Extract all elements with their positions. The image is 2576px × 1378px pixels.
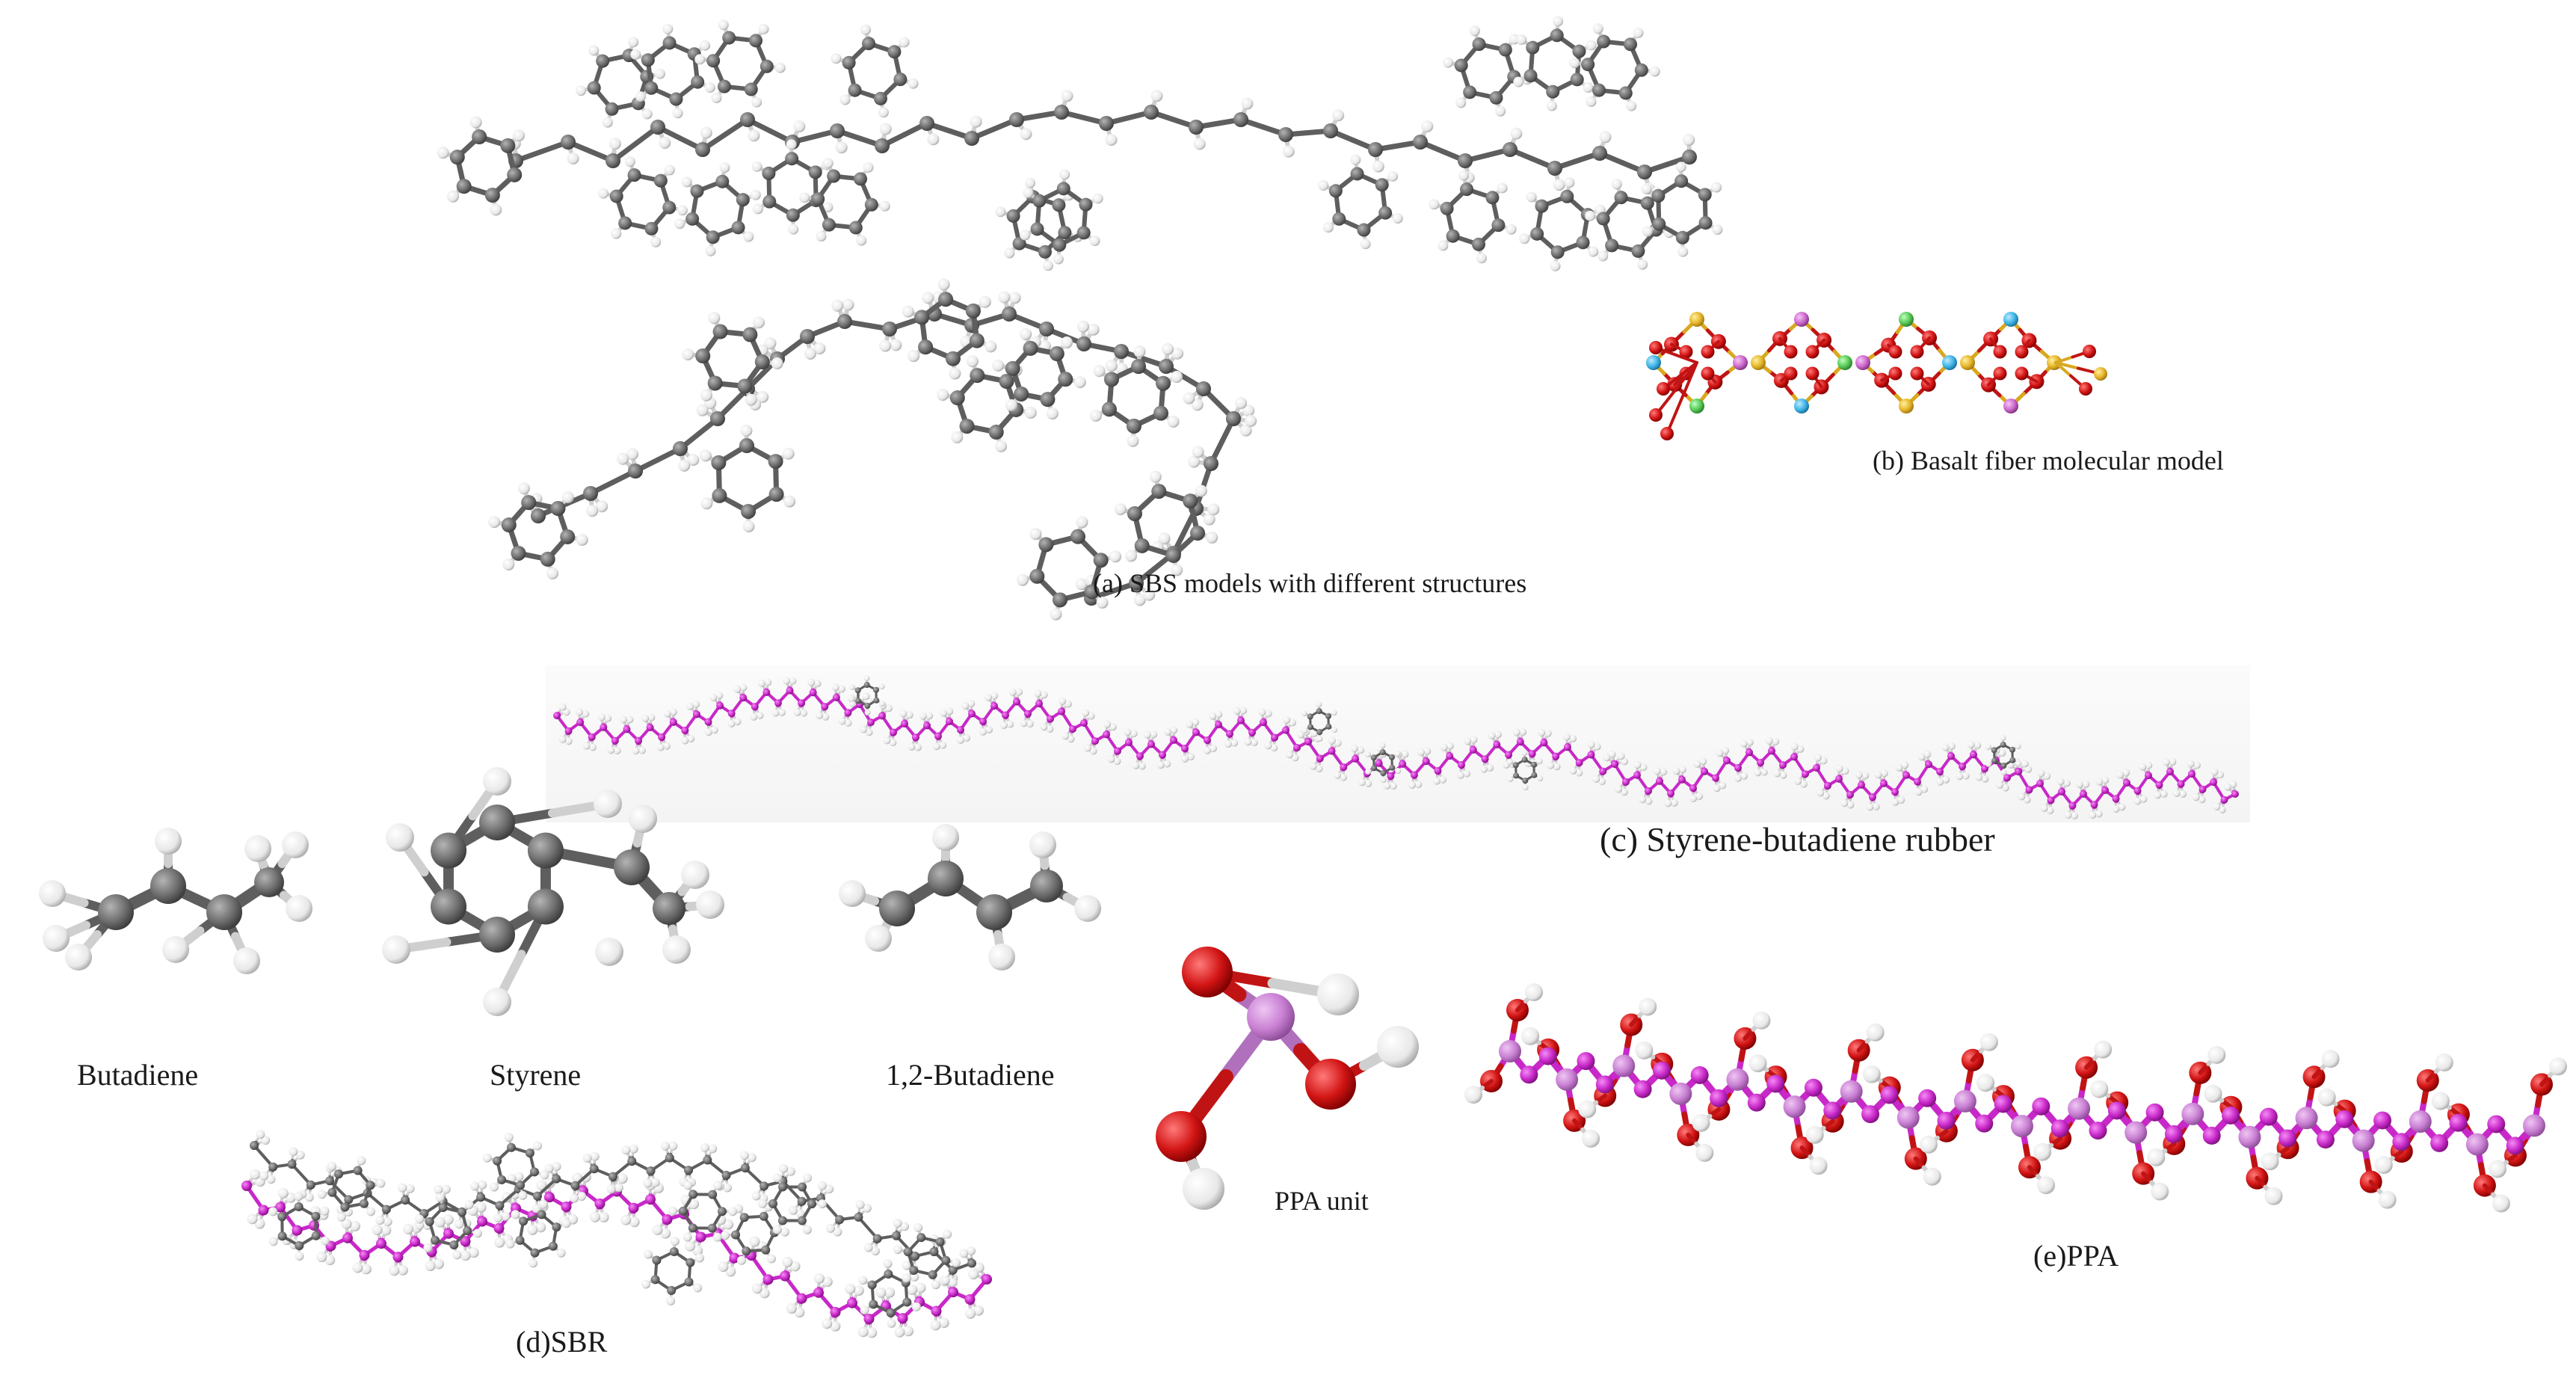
basalt-fiber-model (1646, 312, 2107, 440)
caption-sbr: (d)SBR (516, 1325, 608, 1359)
label-butadiene-12: 1,2-Butadiene (886, 1058, 1055, 1092)
caption-sbs: (a) SBS models with different structures (1093, 568, 1527, 598)
label-ppa-unit: PPA unit (1275, 1186, 1369, 1216)
ppa-chain-model (1464, 983, 2567, 1213)
ppa-unit-molecule (1156, 947, 1419, 1210)
label-styrene: Styrene (490, 1058, 582, 1092)
label-butadiene: Butadiene (77, 1058, 199, 1092)
caption-basalt: (b) Basalt fiber molecular model (1873, 446, 2224, 476)
sbs-model-linear (437, 16, 1723, 271)
styrene-butadiene-rubber-chain (553, 675, 2239, 819)
caption-sbr-rubber: (c) Styrene-butadiene rubber (1600, 820, 1995, 858)
butadiene-molecule (39, 828, 312, 974)
caption-ppa: (e)PPA (2033, 1239, 2119, 1273)
sbr-rubber-background (546, 665, 2250, 822)
sbs-model-branched (488, 278, 1257, 621)
styrene-molecule (382, 767, 724, 1016)
butadiene-12-molecule (839, 824, 1101, 971)
sbr-model (241, 1130, 992, 1338)
